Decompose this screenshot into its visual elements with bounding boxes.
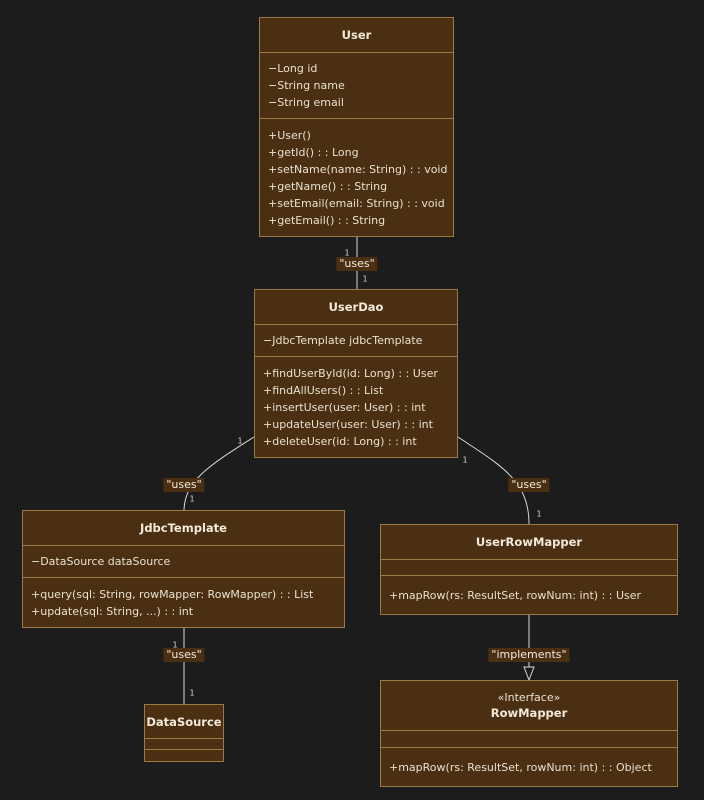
method: +updateUser(user: User) : : int — [263, 417, 433, 431]
class-userdao[interactable]: UserDao −JdbcTemplate jdbcTemplate +find… — [254, 289, 458, 458]
methods-section: +User() +getId() : : Long +setName(name:… — [260, 119, 453, 236]
line-userdao-userrowmapper — [457, 436, 530, 525]
attribute: −DataSource dataSource — [31, 555, 171, 568]
attributes-section — [381, 731, 677, 748]
method: +deleteUser(id: Long) : : int — [263, 434, 417, 448]
method: +User() — [268, 128, 311, 142]
attributes-section: −Long id −String name −String email — [260, 53, 453, 119]
attributes-section: −JdbcTemplate jdbcTemplate — [255, 325, 457, 357]
attributes-section — [381, 560, 677, 576]
relation-label-jdbctemplate-datasource: "uses" — [163, 648, 205, 662]
multiplicity: 1 — [344, 248, 350, 258]
attribute: −Long id — [268, 62, 318, 75]
methods-section: +query(sql: String, rowMapper: RowMapper… — [23, 578, 344, 627]
class-header: «Interface» RowMapper — [381, 681, 677, 731]
class-name: RowMapper — [490, 706, 568, 720]
multiplicity: 1 — [189, 688, 195, 698]
method: +insertUser(user: User) : : int — [263, 400, 426, 414]
relation-label-userdao-userrowmapper: "uses" — [508, 478, 550, 492]
inheritance-arrowhead — [523, 666, 535, 682]
multiplicity: 1 — [189, 494, 195, 504]
method: +query(sql: String, rowMapper: RowMapper… — [31, 587, 314, 601]
methods-section: +mapRow(rs: ResultSet, rowNum: int) : : … — [381, 748, 677, 786]
class-name: User — [260, 18, 453, 53]
class-jdbctemplate[interactable]: JdbcTemplate −DataSource dataSource +que… — [22, 510, 345, 628]
relation-label-userdao-jdbctemplate: "uses" — [163, 478, 205, 492]
class-name: UserRowMapper — [381, 525, 677, 560]
method: +findUserById(id: Long) : : User — [263, 366, 438, 380]
relation-label-userrowmapper-rowmapper: "implements" — [488, 648, 570, 662]
multiplicity: 1 — [362, 274, 368, 284]
attributes-section: −DataSource dataSource — [23, 546, 344, 578]
attribute: −String name — [268, 79, 345, 92]
multiplicity: 1 — [172, 640, 178, 650]
methods-section: +mapRow(rs: ResultSet, rowNum: int) : : … — [381, 576, 677, 614]
method: +setEmail(email: String) : : void — [268, 196, 445, 210]
attributes-section — [145, 739, 223, 750]
method: +mapRow(rs: ResultSet, rowNum: int) : : … — [389, 588, 642, 602]
attribute: −String email — [268, 96, 344, 109]
method: +mapRow(rs: ResultSet, rowNum: int) : : … — [389, 760, 652, 774]
class-name: UserDao — [255, 290, 457, 325]
methods-section: +findUserById(id: Long) : : User +findAl… — [255, 357, 457, 457]
method: +update(sql: String, ...) : : int — [31, 604, 194, 618]
class-rowmapper[interactable]: «Interface» RowMapper +mapRow(rs: Result… — [380, 680, 678, 787]
multiplicity: 1 — [536, 509, 542, 519]
stereotype: «Interface» — [497, 691, 561, 704]
class-name: DataSource — [145, 705, 223, 739]
method: +getId() : : Long — [268, 145, 359, 159]
class-userrowmapper[interactable]: UserRowMapper +mapRow(rs: ResultSet, row… — [380, 524, 678, 615]
method: +findAllUsers() : : List — [263, 383, 384, 397]
relation-label-user-userdao: "uses" — [336, 257, 378, 271]
class-datasource[interactable]: DataSource — [144, 704, 224, 762]
attribute: −JdbcTemplate jdbcTemplate — [263, 334, 423, 347]
multiplicity: 1 — [462, 455, 468, 465]
class-user[interactable]: User −Long id −String name −String email… — [259, 17, 454, 237]
method: +getEmail() : : String — [268, 213, 386, 227]
method: +setName(name: String) : : void — [268, 162, 448, 176]
methods-section — [145, 750, 223, 761]
method: +getName() : : String — [268, 179, 388, 193]
multiplicity: 1 — [237, 436, 243, 446]
class-name: JdbcTemplate — [23, 511, 344, 546]
line-userdao-jdbctemplate — [183, 436, 255, 511]
